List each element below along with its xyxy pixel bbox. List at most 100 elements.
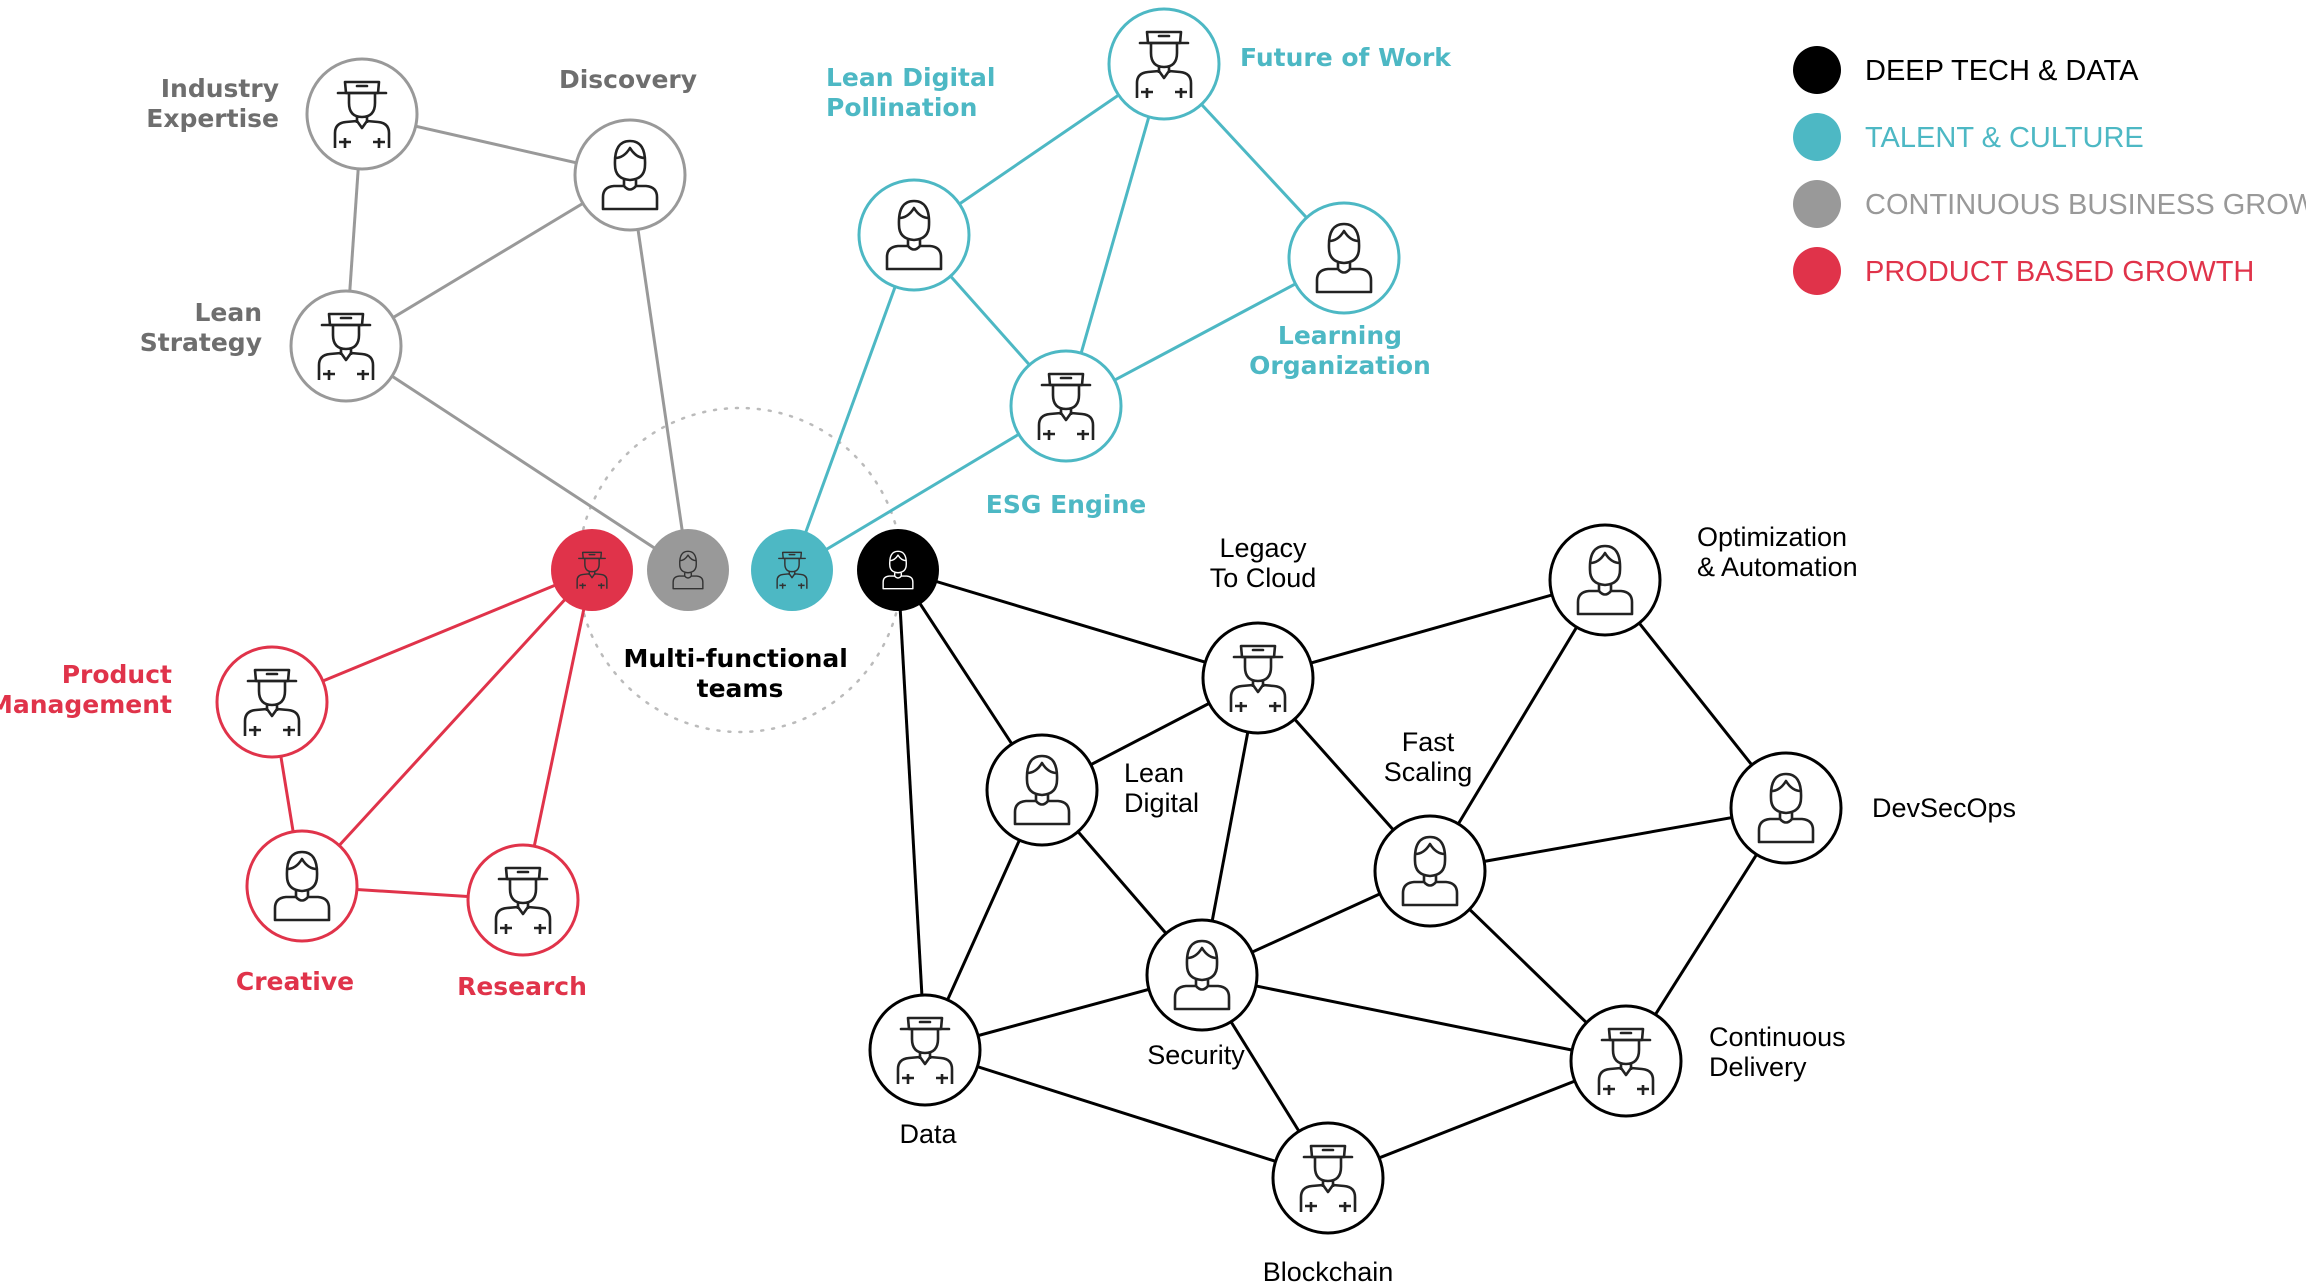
label-line: Security (1147, 1040, 1245, 1070)
hub-disc (751, 529, 833, 611)
node-fast-scaling[interactable] (1373, 814, 1487, 928)
label-line: Expertise (146, 104, 279, 133)
label-line: Management (0, 690, 172, 719)
node-ring (1009, 349, 1123, 463)
legend-item-product: PRODUCT BASED GROWTH (1793, 247, 2254, 295)
node-discovery[interactable] (573, 118, 687, 232)
node-ring (215, 645, 329, 759)
legend-swatch (1793, 247, 1841, 295)
label-esg: ESG Engine (986, 490, 1146, 519)
label-line: Pollination (826, 93, 977, 122)
node-optimization[interactable] (1548, 523, 1662, 637)
label-devsecops: DevSecOps (1872, 793, 2016, 823)
label-line: Learning (1278, 321, 1402, 350)
label-data: Data (899, 1119, 957, 1149)
edge-discovery-to-hub-business (628, 174, 690, 571)
legend-label: PRODUCT BASED GROWTH (1865, 256, 2254, 288)
legend-label: TALENT & CULTURE (1865, 122, 2144, 154)
label-line: Lean (1124, 758, 1184, 788)
node-devsecops[interactable] (1729, 751, 1843, 865)
edge-hub-deep-to-legacy (897, 568, 1259, 680)
hub-disc (647, 529, 729, 611)
nodes-layer (215, 7, 1843, 1235)
node-ring (1569, 1004, 1683, 1118)
node-data[interactable] (868, 993, 982, 1107)
label-creative: Creative (236, 967, 354, 996)
node-continuous-delivery[interactable] (1569, 1004, 1683, 1118)
label-line: Delivery (1709, 1052, 1807, 1082)
label-line: Continuous (1709, 1022, 1846, 1052)
label-research: Research (457, 972, 587, 1001)
edge-hub-product-to-product-mgmt (271, 568, 593, 704)
node-lean-strategy[interactable] (289, 289, 403, 403)
legend-swatch (1793, 46, 1841, 94)
node-lean-pollination[interactable] (857, 178, 971, 292)
label-line: Scaling (1384, 757, 1473, 787)
label-line: Fast (1402, 727, 1455, 757)
hub-business[interactable] (647, 529, 729, 611)
label-line: Legacy (1219, 533, 1307, 563)
edge-future-work-to-esg (1064, 63, 1166, 407)
legend-item-talent: TALENT & CULTURE (1793, 113, 2144, 161)
hub-deep[interactable] (857, 529, 939, 611)
label-line: Discovery (559, 65, 697, 94)
edge-lean-pollination-to-hub-talent (790, 234, 916, 571)
label-line: Blockchain (1263, 1257, 1394, 1283)
hub-talent[interactable] (751, 529, 833, 611)
node-ring (1201, 621, 1315, 735)
node-creative[interactable] (245, 829, 359, 943)
label-line: To Cloud (1210, 563, 1317, 593)
node-security[interactable] (1145, 918, 1259, 1032)
node-ring (1287, 201, 1401, 315)
node-product-mgmt[interactable] (215, 645, 329, 759)
label-line: Lean (194, 298, 262, 327)
node-legacy[interactable] (1201, 621, 1315, 735)
node-lean-digital[interactable] (985, 733, 1099, 847)
node-ring (857, 178, 971, 292)
edge-security-to-continuous-delivery (1201, 973, 1627, 1063)
legend-swatch (1793, 180, 1841, 228)
node-ring (245, 829, 359, 943)
hub-disc (551, 529, 633, 611)
center-label-line-1: Multi-functional (623, 644, 847, 673)
label-line: Lean Digital (826, 63, 995, 92)
center-label-line-2: teams (697, 674, 784, 703)
node-learning-org[interactable] (1287, 201, 1401, 315)
node-blockchain[interactable] (1271, 1121, 1385, 1235)
label-optimization: Optimization& Automation (1697, 522, 1858, 582)
node-ring (1548, 523, 1662, 637)
label-line: & Automation (1697, 552, 1858, 582)
label-discovery: Discovery (559, 65, 697, 94)
label-line: Research (457, 972, 587, 1001)
node-industry[interactable] (305, 57, 419, 171)
label-future-work: Future of Work (1240, 43, 1452, 72)
edge-data-to-blockchain (924, 1048, 1329, 1180)
edges-layer (270, 62, 1788, 1180)
edge-legacy-to-optimization (1257, 578, 1606, 680)
node-future-work[interactable] (1107, 7, 1221, 121)
node-research[interactable] (466, 843, 580, 957)
hub-product[interactable] (551, 529, 633, 611)
node-ring (1107, 7, 1221, 121)
label-line: Digital (1124, 788, 1199, 818)
label-line: DevSecOps (1872, 793, 2016, 823)
node-esg[interactable] (1009, 349, 1123, 463)
edge-fast-scaling-to-devsecops (1429, 806, 1787, 873)
node-ring (1729, 751, 1843, 865)
label-line: Strategy (140, 328, 262, 357)
node-ring (1373, 814, 1487, 928)
label-security: Security (1147, 1040, 1245, 1070)
label-line: Data (899, 1119, 957, 1149)
node-ring (1145, 918, 1259, 1032)
label-line: Future of Work (1240, 43, 1452, 72)
node-ring (466, 843, 580, 957)
